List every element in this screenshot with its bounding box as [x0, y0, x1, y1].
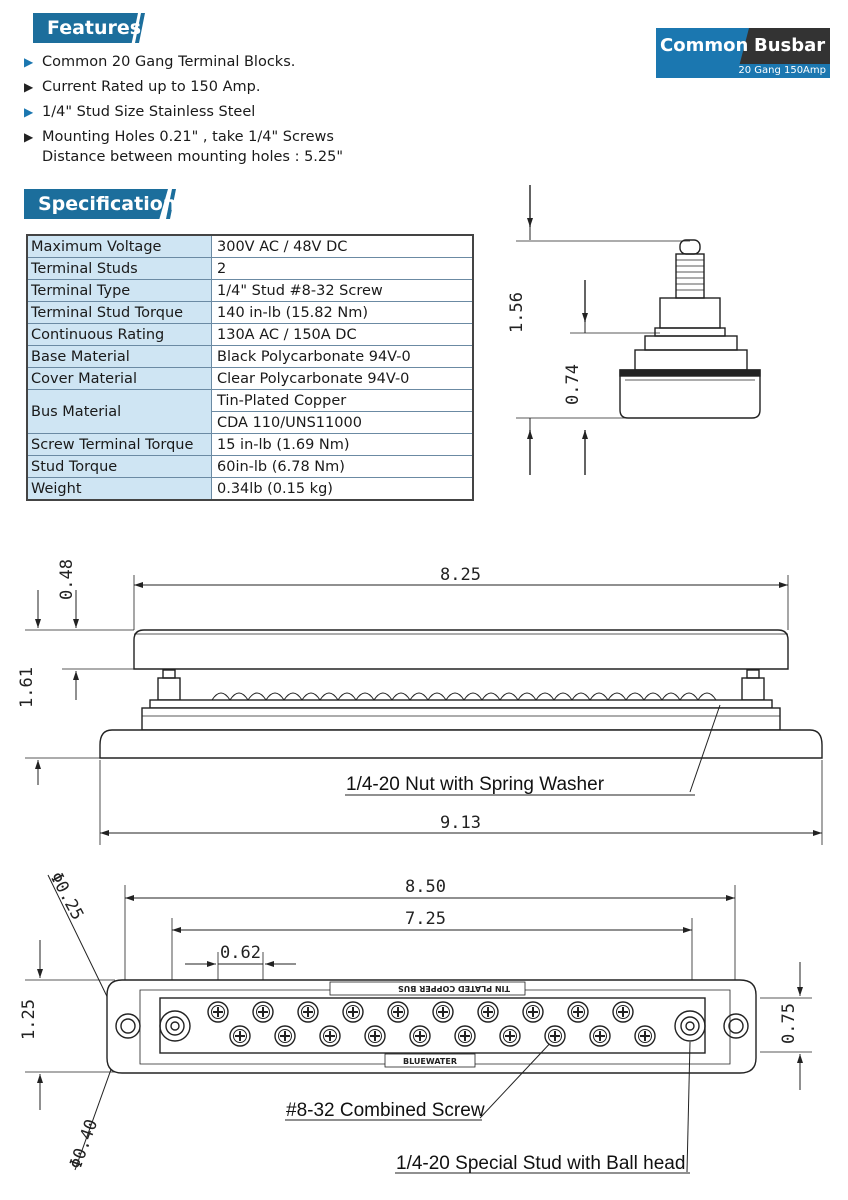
dim-cover-height: 0.48 [57, 559, 77, 600]
specification-header: Specification [24, 189, 188, 219]
dim-hole-large: Φ0.40 [66, 1117, 102, 1172]
callout-special-stud: 1/4-20 Special Stud with Ball head [396, 1153, 685, 1174]
front-view-drawing [25, 575, 823, 845]
feature-item: ▶ 1/4" Stud Size Stainless Steel [24, 102, 343, 127]
spec-key: Terminal Studs [26, 257, 212, 280]
dim-hole-small: Φ0.25 [46, 869, 88, 924]
spec-key: Continuous Rating [26, 323, 212, 346]
product-badge: Common Busbar 20 Gang 150Amp [656, 28, 830, 78]
arrow-bullet-icon: ▶ [24, 55, 34, 69]
feature-item: ▶ Current Rated up to 150 Amp. [24, 77, 343, 102]
badge-subtitle: 20 Gang 150Amp [656, 64, 830, 78]
spec-value: Tin-Plated Copper [211, 389, 474, 412]
feature-text: Common 20 Gang Terminal Blocks. [42, 54, 296, 70]
callout-combined-screw: #8-32 Combined Screw [286, 1100, 485, 1121]
side-view-drawing [516, 185, 761, 475]
dim-screw-pitch: 0.62 [220, 943, 261, 963]
arrow-bullet-icon: ▶ [24, 130, 34, 144]
spec-value: 300V AC / 48V DC [211, 234, 474, 258]
spec-value: 15 in-lb (1.69 Nm) [211, 433, 474, 456]
spec-value: Clear Polycarbonate 94V-0 [211, 367, 474, 390]
spec-key: Maximum Voltage [26, 234, 212, 258]
feature-text: 1/4" Stud Size Stainless Steel [42, 104, 256, 120]
dim-outer-width: 8.50 [405, 877, 446, 897]
feature-text: Mounting Holes 0.21" , take 1/4" Screws [42, 129, 334, 145]
spec-key: Base Material [26, 345, 212, 368]
dim-cover-width: 8.25 [440, 565, 481, 585]
feature-subtext: Distance between mounting holes : 5.25" [42, 149, 344, 165]
spec-value: CDA 110/UNS11000 [211, 411, 474, 434]
bus-label-mirrored: TIN PLATED COPPER BUS [398, 984, 510, 993]
callout-nut-washer: 1/4-20 Nut with Spring Washer [346, 774, 605, 795]
brand-label: BLUEWATER [403, 1057, 457, 1066]
arrow-bullet-icon: ▶ [24, 105, 34, 119]
spec-key: Bus Material [26, 389, 212, 434]
dim-total-height: 1.56 [507, 292, 527, 333]
spec-value: Black Polycarbonate 94V-0 [211, 345, 474, 368]
spec-key: Stud Torque [26, 455, 212, 478]
feature-item: ▶ Common 20 Gang Terminal Blocks. [24, 52, 343, 77]
features-list: ▶ Common 20 Gang Terminal Blocks. ▶ Curr… [24, 52, 343, 165]
features-title: Features [47, 17, 142, 39]
specification-title: Specification [38, 193, 177, 215]
feature-text: Current Rated up to 150 Amp. [42, 79, 261, 95]
badge-word-busbar: Busbar [754, 35, 826, 56]
spec-value: 130A AC / 150A DC [211, 323, 474, 346]
dim-stud-spacing: 7.25 [405, 909, 446, 929]
arrow-bullet-icon: ▶ [24, 80, 34, 94]
spec-key: Terminal Type [26, 279, 212, 302]
spec-value: 2 [211, 257, 474, 280]
dim-base-width: 9.13 [440, 813, 481, 833]
table-row: CDA 110/UNS11000 [27, 411, 474, 434]
features-header: Features [33, 13, 157, 43]
dim-top-height: 1.25 [19, 999, 39, 1040]
spec-value: 140 in-lb (15.82 Nm) [211, 301, 474, 324]
dim-front-height: 1.61 [17, 667, 37, 708]
spec-key: Cover Material [26, 367, 212, 390]
spec-key: Terminal Stud Torque [26, 301, 212, 324]
spec-value: 1/4" Stud #8-32 Screw [211, 279, 474, 302]
badge-word-common: Common [660, 35, 749, 56]
dim-inner-height: 0.75 [779, 1003, 799, 1044]
feature-item: ▶ Mounting Holes 0.21" , take 1/4" Screw… [24, 127, 343, 165]
spec-value: 60in-lb (6.78 Nm) [211, 455, 474, 478]
dim-base-height: 0.74 [563, 364, 583, 405]
spec-value: 0.34lb (0.15 kg) [211, 477, 474, 501]
spec-key: Weight [26, 477, 212, 501]
